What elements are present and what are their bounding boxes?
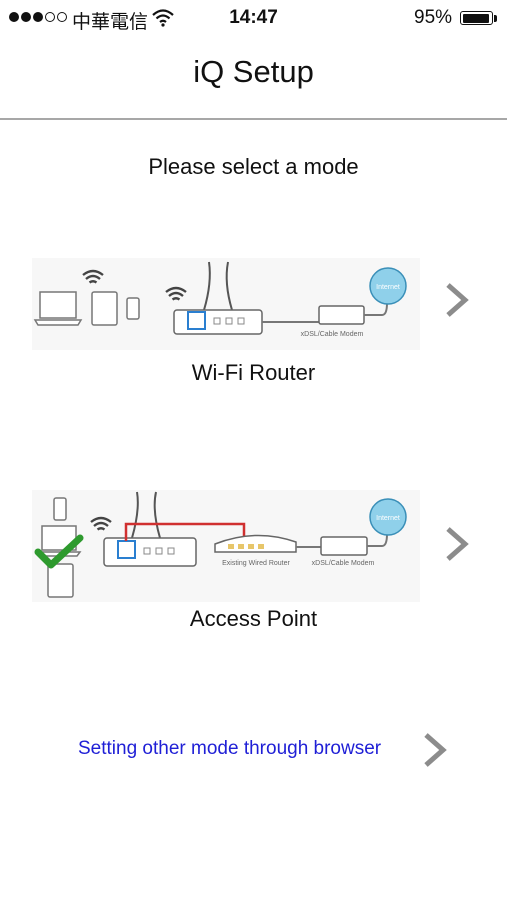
mode-option-wifi-router[interactable]: xDSL/Cable Modem Internet Wi-Fi Router [0, 258, 507, 393]
modem-icon [320, 536, 368, 556]
mode-option-access-point[interactable]: Existing Wired Router xDSL/Cable Modem I… [0, 490, 507, 640]
chevron-right-icon[interactable] [444, 526, 470, 562]
wifi-icon [152, 9, 174, 27]
wifi-router-diagram: xDSL/Cable Modem Internet [32, 258, 420, 350]
chevron-right-icon[interactable] [422, 732, 448, 768]
tablet-icon [91, 291, 118, 326]
signal-dots-icon [9, 12, 67, 22]
phone-icon [126, 297, 140, 320]
status-bar: 中華電信 14:47 95% [0, 0, 507, 38]
diagram-internet-label: Internet [376, 515, 400, 522]
laptop-icon [33, 291, 83, 326]
diagram-internet-label: Internet [376, 284, 400, 291]
battery-percent: 95% [414, 7, 453, 28]
wifi-signal-icon [165, 286, 187, 301]
battery-tip [494, 15, 497, 22]
carrier-name: 中華電信 [72, 12, 149, 33]
globe-icon [369, 267, 407, 305]
phone-icon [53, 497, 67, 521]
nav-divider [0, 118, 507, 120]
clock: 14:47 [229, 7, 278, 28]
diagram-modem-label: xDSL/Cable Modem [301, 331, 364, 338]
mode-label-access-point: Access Point [189, 606, 318, 631]
checkmark-icon [34, 534, 84, 569]
globe-icon [369, 498, 407, 536]
browser-setup-link[interactable]: Setting other mode through browser [78, 738, 382, 759]
chevron-right-icon[interactable] [444, 282, 470, 318]
mode-label-wifi-router: Wi-Fi Router [191, 360, 316, 385]
diagram-modem-label: xDSL/Cable Modem [312, 560, 375, 567]
modem-icon [318, 305, 365, 325]
access-point-diagram: Existing Wired Router xDSL/Cable Modem I… [32, 490, 420, 602]
router-icon [103, 491, 197, 567]
page-title: iQ Setup [193, 54, 314, 89]
tablet-icon [47, 563, 74, 598]
wifi-signal-icon [82, 269, 104, 284]
wifi-signal-icon [90, 516, 112, 531]
mode-prompt: Please select a mode [148, 154, 359, 179]
diagram-router-label: Existing Wired Router [222, 560, 290, 567]
battery-icon [460, 11, 493, 25]
